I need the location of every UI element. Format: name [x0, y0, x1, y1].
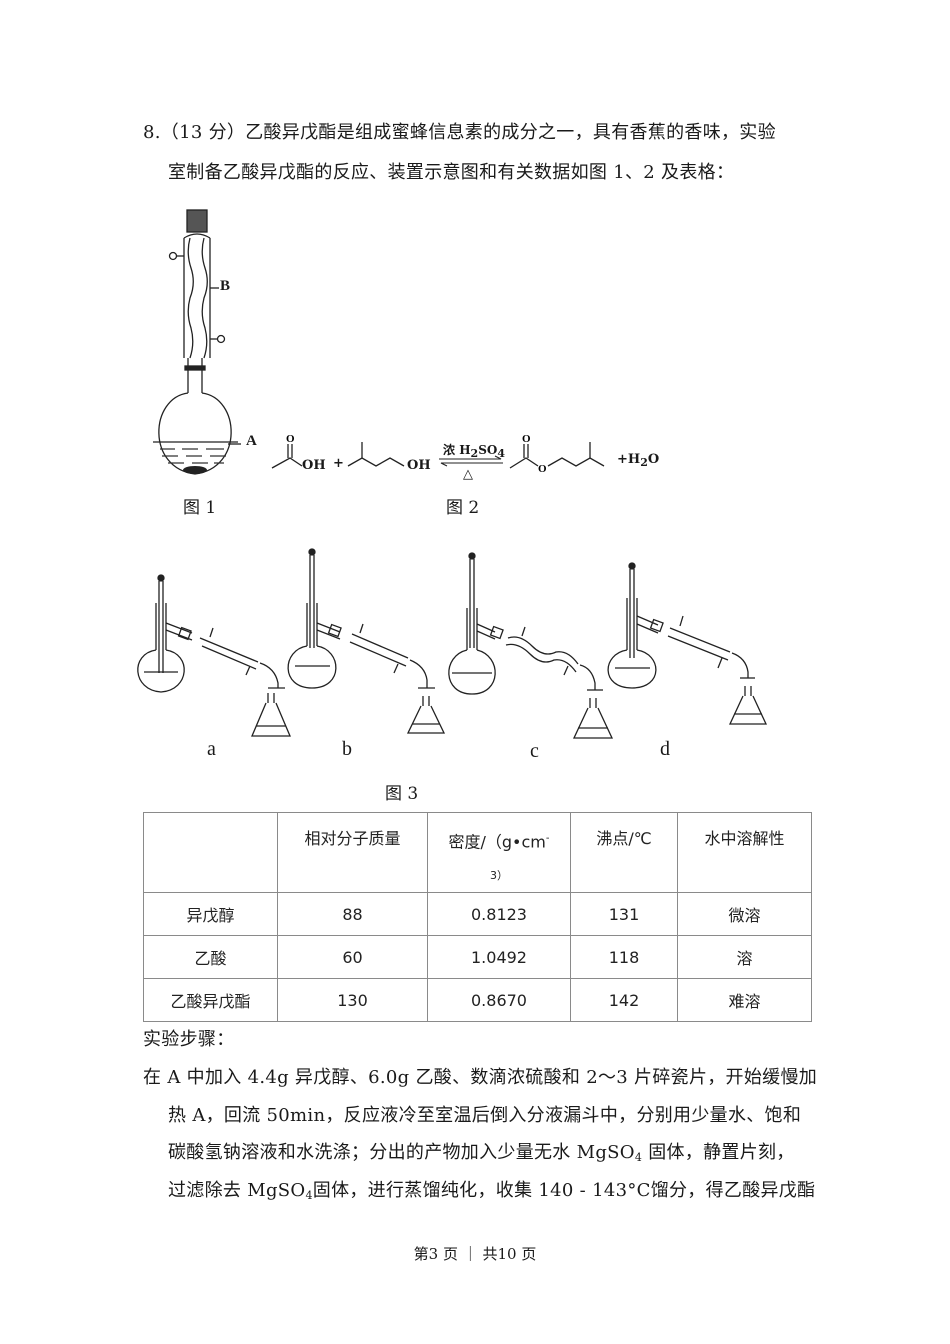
table-header-empty [143, 811, 278, 894]
table-row: 乙酸 60 1.0492 118 溶 [143, 935, 812, 980]
cell-name: 乙酸异戊酯 [143, 978, 278, 1023]
svg-text:O: O [538, 463, 547, 475]
procedure-line-1: 在 A 中加入 4.4g 异戊醇、6.0g 乙酸、数滴浓硫酸和 2～3 片碎瓷片… [143, 1067, 818, 1088]
figure3-caption: 图 3 [385, 784, 419, 804]
figure3-panel-b-label: b [342, 738, 352, 760]
procedure-line-2: 热 A，回流 50min，反应液冷至室温后倒入分液漏斗中，分别用少量水、饱和 [168, 1105, 802, 1126]
cell-boiling-point: 131 [570, 892, 678, 937]
cell-solubility: 微溶 [677, 892, 812, 937]
figure1-caption: 图 1 [183, 498, 217, 518]
figure2-caption: 图 2 [446, 498, 480, 518]
cell-boiling-point: 142 [570, 978, 678, 1023]
procedure-line-4: 过滤除去 MgSO4固体，进行蒸馏纯化，收集 140 - 143°C馏分，得乙酸… [168, 1180, 816, 1202]
table-header-boiling-point: 沸点/℃ [570, 811, 678, 894]
figure1-label-b: B [220, 278, 231, 294]
reaction-isoamyl-acetate-icon: O O [509, 433, 605, 475]
properties-table: 相对分子质量 密度/（g•cm-3） 沸点/℃ 水中溶解性 异戊醇 88 0.8… [143, 811, 812, 1023]
cell-density: 0.8123 [427, 892, 571, 937]
figure1-reflux-apparatus-icon [153, 209, 241, 475]
cell-molar-mass: 60 [277, 935, 428, 980]
cell-density: 1.0492 [427, 935, 571, 980]
reaction-acetic-acid-icon: O [271, 433, 303, 469]
svg-text:O: O [286, 433, 295, 445]
reaction-plus: + [333, 456, 344, 471]
table-header-row: 相对分子质量 密度/（g•cm-3） 沸点/℃ 水中溶解性 [143, 811, 812, 894]
table-row: 异戊醇 88 0.8123 131 微溶 [143, 892, 812, 937]
catalyst-label: 浓 H2SO4 [443, 443, 505, 460]
figure3-panel-c-label: c [530, 740, 539, 762]
figure1-label-a: A [246, 433, 257, 449]
cell-boiling-point: 118 [570, 935, 678, 980]
table-header-solubility: 水中溶解性 [677, 811, 812, 894]
figure3-distillation-setups-icon [137, 548, 768, 739]
byproduct-water: +H2O [617, 452, 660, 469]
svg-text:O: O [522, 433, 531, 445]
heat-condition: △ [463, 467, 473, 482]
reaction-isoamyl-alcohol-icon [347, 442, 405, 467]
reactant1-oh: OH [302, 458, 326, 473]
table-row: 乙酸异戊酯 130 0.8670 142 难溶 [143, 978, 812, 1023]
question-stem-line-2: 室制备乙酸异戊酯的反应、装置示意图和有关数据如图 1、2 及表格： [168, 162, 735, 183]
cell-molar-mass: 88 [277, 892, 428, 937]
procedure-heading: 实验步骤： [143, 1029, 235, 1050]
cell-name: 乙酸 [143, 935, 278, 980]
reversible-arrow-icon [439, 455, 503, 467]
table-header-density: 密度/（g•cm-3） [427, 811, 571, 894]
cell-solubility: 溶 [677, 935, 812, 980]
figure3-panel-d-label: d [660, 738, 670, 760]
cell-molar-mass: 130 [277, 978, 428, 1023]
cell-density: 0.8670 [427, 978, 571, 1023]
cell-name: 异戊醇 [143, 892, 278, 937]
cell-solubility: 难溶 [677, 978, 812, 1023]
reactant2-oh: OH [407, 458, 431, 473]
figure3-panel-a-label: a [207, 738, 216, 760]
question-stem-line-1: 8.（13 分）乙酸异戊酯是组成蜜蜂信息素的成分之一，具有香蕉的香味，实验 [143, 122, 776, 143]
page-footer: 第3 页 ｜ 共10 页 [413, 1245, 537, 1263]
table-header-molar-mass: 相对分子质量 [277, 811, 428, 894]
procedure-line-3: 碳酸氢钠溶液和水洗涤；分出的产物加入少量无水 MgSO4 固体，静置片刻， [168, 1142, 795, 1164]
